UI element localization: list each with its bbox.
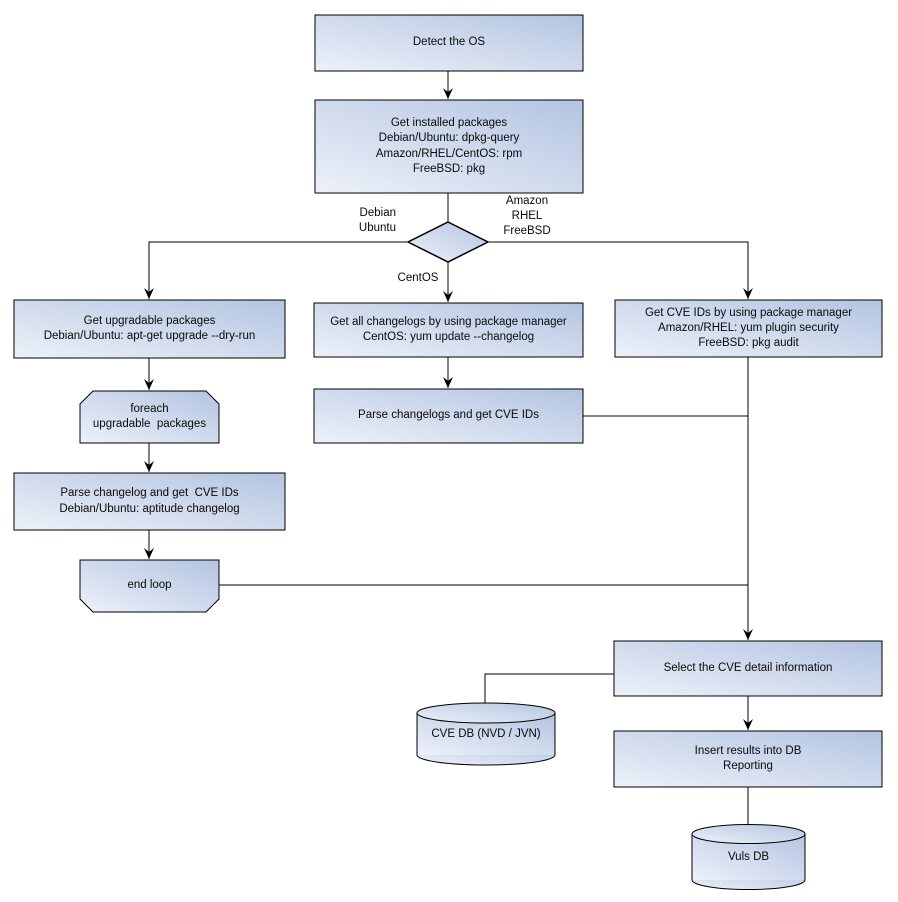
node-get-changelogs-box (313, 302, 584, 358)
process-boxes (13, 14, 883, 788)
arrowhead (144, 288, 154, 299)
decision-diamond (406, 221, 490, 263)
arrowhead (743, 288, 753, 299)
node-upgradable-packages-box (13, 299, 286, 359)
arrowhead (443, 377, 453, 388)
arrowhead (443, 88, 453, 99)
node-parse-changelogs-box (313, 388, 584, 444)
node-insert-results-box (613, 730, 883, 788)
node-foreach-shape (79, 390, 220, 444)
node-installed-packages-box (314, 99, 584, 194)
arrowhead (743, 629, 753, 640)
node-detect-os-box (314, 14, 584, 72)
cylinder-top (691, 824, 806, 844)
node-end-loop-shape (79, 559, 220, 613)
edge-cvedb-to-select (484, 673, 614, 703)
edge-decision-left (148, 241, 408, 299)
arrowhead (144, 379, 154, 390)
arrowhead (743, 719, 753, 730)
node-get-cve-ids-box (614, 299, 883, 358)
arrowhead (144, 548, 154, 559)
arrowheads (144, 88, 753, 730)
arrowhead (144, 461, 154, 472)
connectors (148, 71, 749, 826)
node-cve-db-cylinder (416, 702, 556, 766)
cylinder-top (416, 702, 556, 724)
arrowhead (443, 291, 453, 302)
edge-decision-right (488, 241, 749, 299)
node-parse-changelog-box (13, 472, 286, 531)
node-vuls-db-cylinder (691, 824, 806, 890)
node-select-cve-detail-box (613, 640, 883, 697)
